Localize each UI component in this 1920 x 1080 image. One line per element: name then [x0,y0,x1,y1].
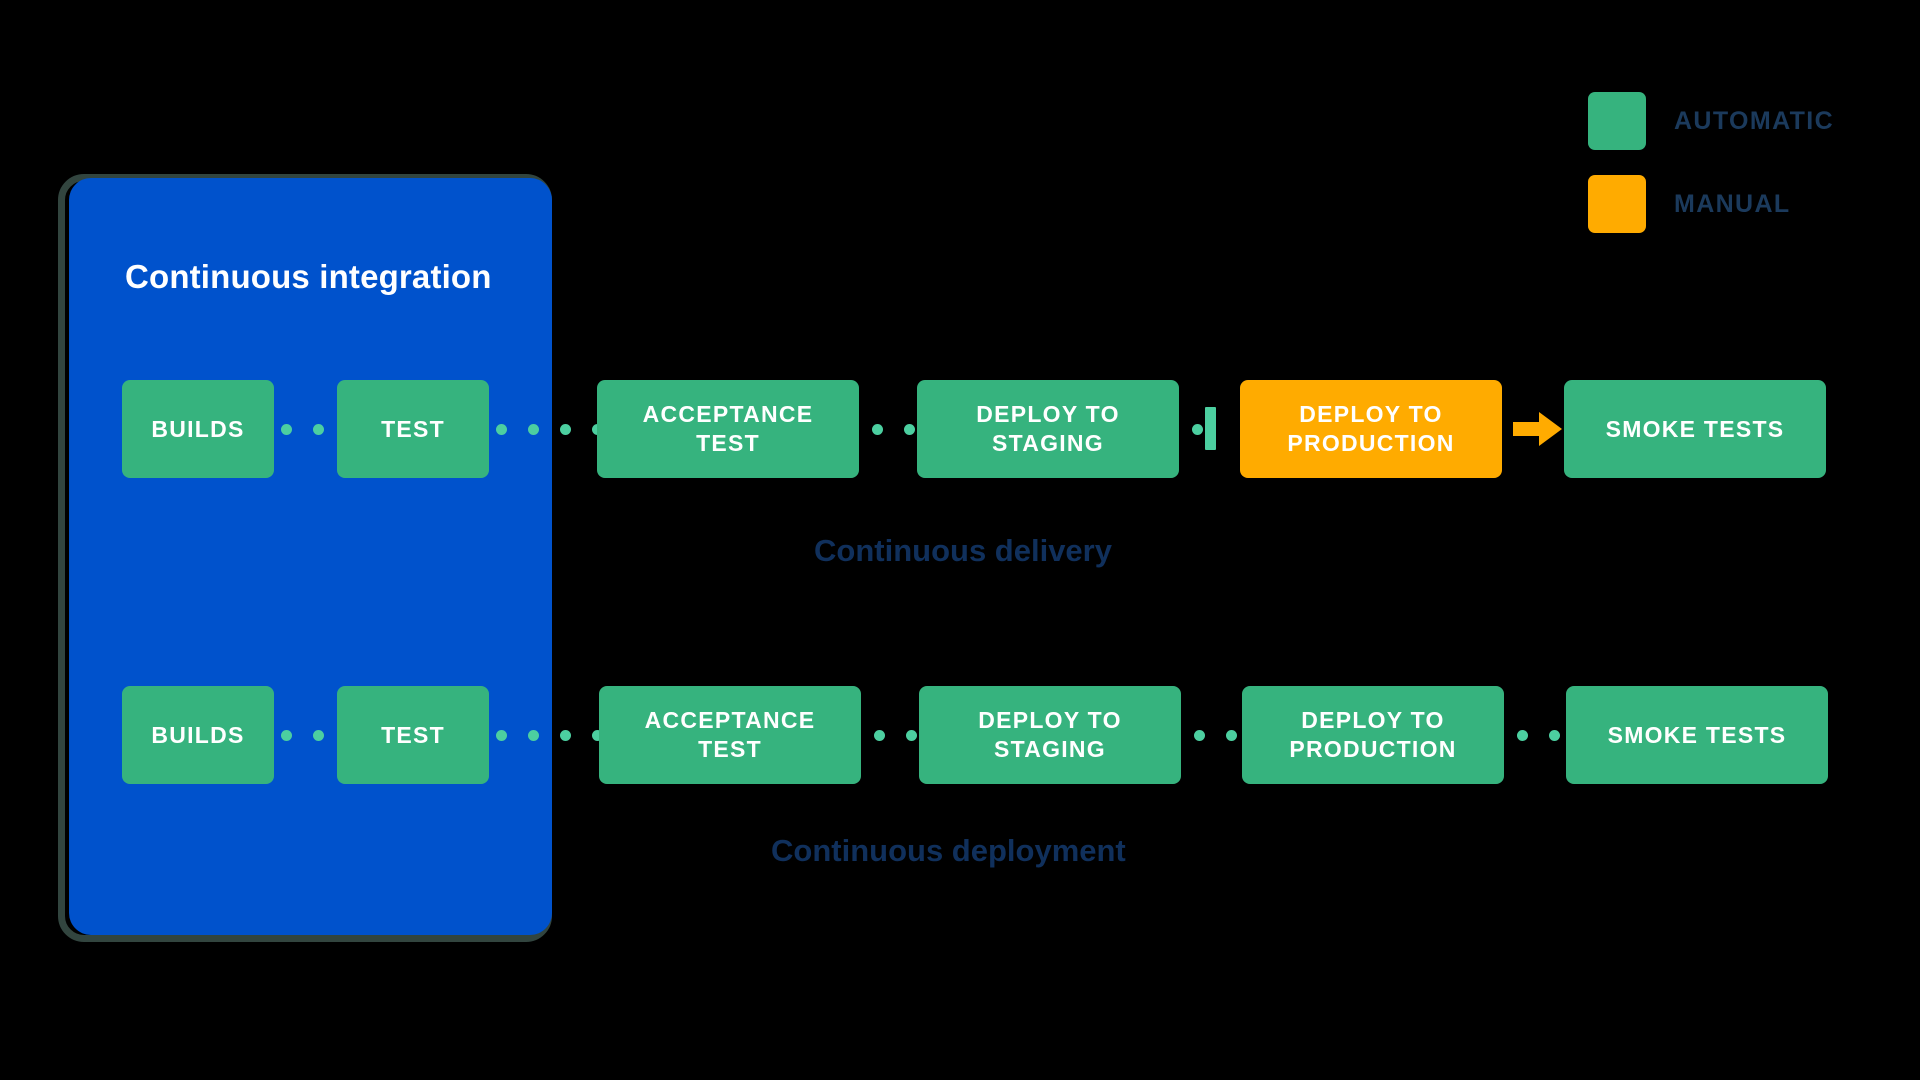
green-square-swatch-icon [1588,92,1646,150]
stage-label: DEPLOY TO STAGING [978,707,1122,762]
flow-caption-continuous-deployment: Continuous deployment [771,833,1126,868]
stage-test-row1[interactable]: TEST [337,380,489,478]
legend-item-manual: MANUAL [1588,171,1888,237]
stage-label: DEPLOY TO PRODUCTION [1289,707,1457,762]
stage-deploy-to-staging-deployment[interactable]: DEPLOY TO STAGING [919,686,1181,784]
legend: AUTOMATIC MANUAL [1588,88,1888,254]
stage-label: ACCEPTANCE TEST [642,401,814,456]
connector-dots-test-to-acceptance-row1 [496,423,603,435]
stage-label: SMOKE TESTS [1607,721,1787,748]
stage-deploy-to-production-deployment[interactable]: DEPLOY TO PRODUCTION [1242,686,1504,784]
stage-label: DEPLOY TO STAGING [976,401,1120,456]
stage-builds-row2[interactable]: BUILDS [122,686,274,784]
stage-smoke-tests-delivery[interactable]: SMOKE TESTS [1564,380,1826,478]
stage-label: DEPLOY TO PRODUCTION [1287,401,1455,456]
connector-dots-test-to-acceptance-row2 [496,729,603,741]
stage-smoke-tests-deployment[interactable]: SMOKE TESTS [1566,686,1828,784]
legend-item-automatic: AUTOMATIC [1588,88,1888,154]
legend-label-automatic: AUTOMATIC [1674,106,1835,135]
stage-label: SMOKE TESTS [1605,415,1785,442]
connector-arrow-production-to-smoke-delivery [1513,412,1562,446]
stage-acceptance-test-delivery[interactable]: ACCEPTANCE TEST [597,380,859,478]
stage-label: BUILDS [151,721,245,748]
stage-builds-row1[interactable]: BUILDS [122,380,274,478]
manual-gate-bar-icon [1205,407,1216,450]
stage-label: TEST [381,415,445,442]
stage-deploy-to-production-delivery[interactable]: DEPLOY TO PRODUCTION [1240,380,1502,478]
stage-label: ACCEPTANCE TEST [644,707,816,762]
stage-deploy-to-staging-delivery[interactable]: DEPLOY TO STAGING [917,380,1179,478]
ci-panel-title: Continuous integration [125,258,492,295]
flow-caption-continuous-delivery: Continuous delivery [814,533,1112,568]
orange-square-swatch-icon [1588,175,1646,233]
stage-label: TEST [381,721,445,748]
stage-acceptance-test-deployment[interactable]: ACCEPTANCE TEST [599,686,861,784]
continuous-integration-panel [69,178,552,935]
connector-dots-staging-to-production-delivery [1192,423,1205,435]
stage-test-row2[interactable]: TEST [337,686,489,784]
stage-label: BUILDS [151,415,245,442]
legend-label-manual: MANUAL [1674,189,1791,218]
